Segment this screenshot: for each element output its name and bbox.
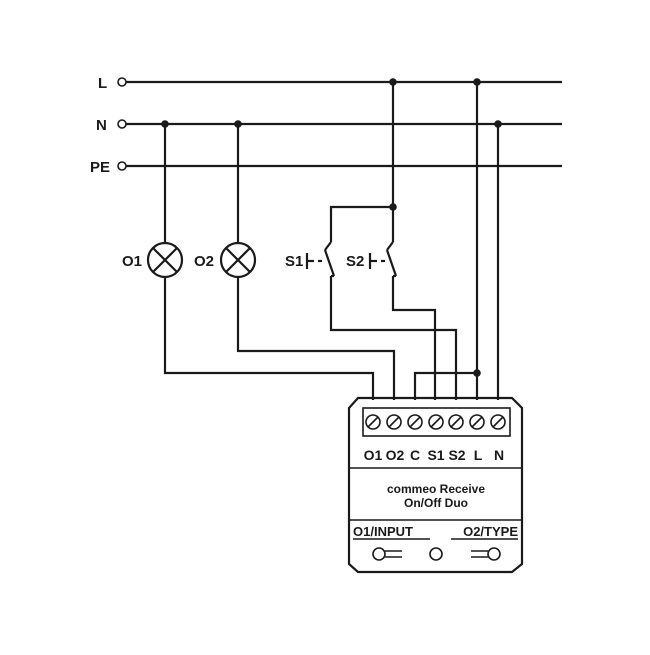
terminal-label: S2 bbox=[448, 447, 465, 463]
device-feeds bbox=[413, 78, 502, 400]
terminal-label: O2 bbox=[386, 447, 405, 463]
lamp-o1-label: O1 bbox=[122, 253, 142, 270]
terminal-screw-icon bbox=[365, 414, 381, 430]
switch-s2: S2 bbox=[346, 241, 437, 400]
push-button-s1-icon bbox=[305, 241, 336, 278]
terminal-label: C bbox=[410, 447, 420, 463]
terminal-screw-icon bbox=[448, 414, 464, 430]
terminal-block bbox=[362, 407, 511, 437]
lamp-o2-label: O2 bbox=[194, 253, 214, 270]
button-o1-input[interactable] bbox=[372, 547, 402, 561]
switch-s1-wire bbox=[329, 276, 458, 400]
junction-dot-icon bbox=[494, 120, 502, 128]
device-module: O1 O2 C S1 S2 L N commeo Receive On/Off … bbox=[347, 396, 524, 574]
device-c-wire bbox=[413, 371, 477, 400]
line-pe-label: PE bbox=[90, 159, 110, 176]
button-left-label: O1/INPUT bbox=[353, 524, 413, 539]
junction-dot-icon bbox=[389, 203, 397, 211]
terminal-screw-icon bbox=[428, 414, 444, 430]
line-n-label: N bbox=[96, 117, 107, 134]
junction-dot-icon bbox=[161, 120, 169, 128]
terminal-label: L bbox=[474, 447, 483, 463]
device-name-line1: commeo Receive bbox=[387, 482, 485, 496]
terminal-screw-icon bbox=[469, 414, 485, 430]
lamp-o2-wire bbox=[236, 277, 396, 400]
terminal-l-icon bbox=[117, 77, 127, 87]
button-o2-type[interactable] bbox=[471, 547, 501, 561]
terminal-labels: O1 O2 C S1 S2 L N bbox=[364, 447, 504, 463]
button-right-label: O2/TYPE bbox=[463, 524, 518, 539]
lamp-o1-wire bbox=[163, 277, 375, 400]
switch-s1: S1 bbox=[285, 241, 458, 400]
push-button-s2-icon bbox=[368, 241, 398, 278]
button-o2-type-icon[interactable] bbox=[487, 547, 501, 561]
switch-feed bbox=[329, 78, 397, 242]
switch-s2-label: S2 bbox=[346, 253, 364, 270]
junction-dot-icon bbox=[389, 78, 397, 86]
terminal-screw-icon bbox=[490, 414, 506, 430]
supply-lines: L N PE bbox=[90, 75, 562, 176]
button-o1-input-icon[interactable] bbox=[372, 547, 386, 561]
terminal-label: O1 bbox=[364, 447, 383, 463]
status-led-icon bbox=[429, 547, 443, 561]
terminal-n-icon bbox=[117, 119, 127, 129]
device-outline bbox=[347, 396, 524, 574]
terminal-screw-icon bbox=[386, 414, 402, 430]
terminal-screw-icon bbox=[407, 414, 423, 430]
device-name-line2: On/Off Duo bbox=[404, 496, 468, 510]
terminal-label: S1 bbox=[427, 447, 444, 463]
junction-dot-icon bbox=[234, 120, 242, 128]
switch-s1-label: S1 bbox=[285, 253, 303, 270]
switch-s2-wire bbox=[391, 276, 437, 400]
terminal-label: N bbox=[494, 447, 504, 463]
lamp-o1-icon bbox=[146, 241, 184, 279]
terminal-pe-icon bbox=[117, 161, 127, 171]
line-l-label: L bbox=[98, 75, 107, 92]
junction-dot-icon bbox=[473, 369, 481, 377]
lamp-o2: O2 bbox=[194, 120, 396, 400]
junction-dot-icon bbox=[473, 78, 481, 86]
lamp-o2-icon bbox=[219, 241, 257, 279]
lamp-o1: O1 bbox=[122, 120, 375, 400]
